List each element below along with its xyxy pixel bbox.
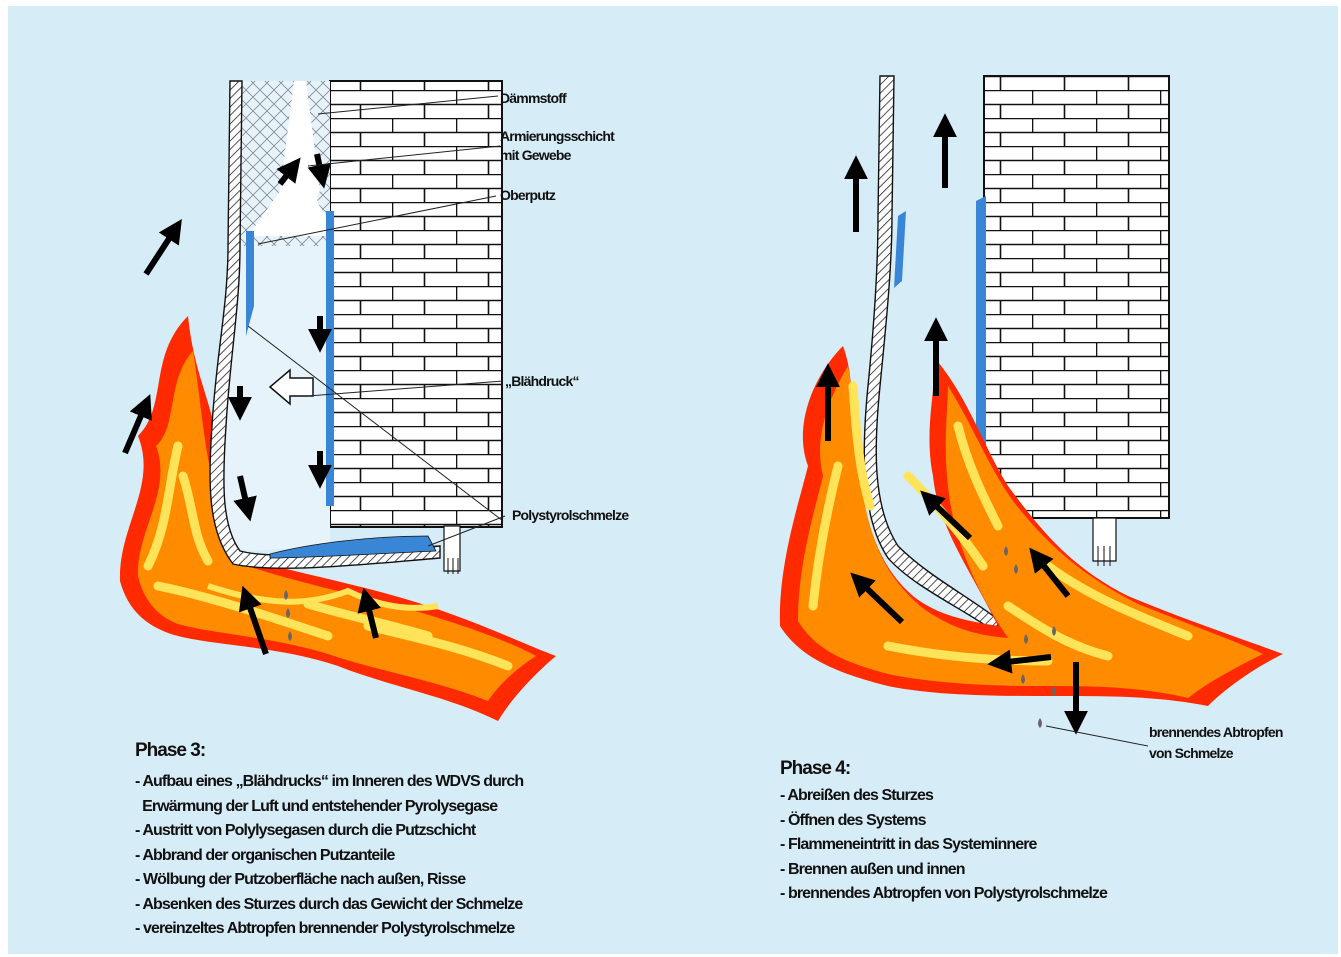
label-polystyrolschmelze: Polystyrolschmelze bbox=[512, 507, 629, 523]
phase4-brick-wall bbox=[984, 76, 1169, 518]
phase4-item: - Abreißen des Sturzes bbox=[780, 784, 1107, 809]
phase3-illustration: Dämmstoff Armierungsschicht mit Gewebe O… bbox=[120, 81, 629, 721]
phase4-item: - Brennen außen und innen bbox=[780, 858, 1107, 883]
phase3-brick-wall bbox=[330, 81, 502, 527]
diagram-canvas: Dämmstoff Armierungsschicht mit Gewebe O… bbox=[8, 6, 1338, 954]
phase3-title: Phase 3: bbox=[135, 740, 205, 762]
phase3-list: - Aufbau eines „Blähdrucks“ im Inneren d… bbox=[135, 770, 523, 942]
label-blaehdruck: „Blähdruck“ bbox=[505, 373, 579, 389]
phase3-item: - vereinzeltes Abtropfen brennender Poly… bbox=[135, 917, 523, 942]
label-abtropfen-line2: von Schmelze bbox=[1149, 745, 1234, 761]
phase3-item: - Wölbung der Putzoberfläche nach außen,… bbox=[135, 868, 523, 893]
phase4-item: - Flammeneintritt in das Systeminnere bbox=[780, 833, 1107, 858]
phase4-title: Phase 4: bbox=[780, 758, 850, 780]
phase3-item: - Absenken des Sturzes durch das Gewicht… bbox=[135, 893, 523, 918]
phase3-item: - Aufbau eines „Blähdrucks“ im Inneren d… bbox=[135, 770, 523, 795]
label-armierung-line2: mit Gewebe bbox=[500, 147, 572, 163]
phase4-illustration: brennendes Abtropfen von Schmelze bbox=[780, 76, 1283, 761]
phase4-item: - Öffnen des Systems bbox=[780, 809, 1107, 834]
label-abtropfen-line1: brennendes Abtropfen bbox=[1149, 724, 1283, 740]
phase3-item: - Abbrand der organischen Putzanteile bbox=[135, 844, 523, 869]
label-armierung-line1: Armierungsschicht bbox=[500, 128, 615, 144]
phase4-list: - Abreißen des Sturzes - Öffnen des Syst… bbox=[780, 784, 1107, 907]
phase3-item: Erwärmung der Luft und entstehender Pyro… bbox=[135, 795, 523, 820]
label-oberputz: Oberputz bbox=[500, 187, 556, 203]
phase3-item: - Austritt von Polylysegasen durch die P… bbox=[135, 819, 523, 844]
phase4-item: - brennendes Abtropfen von Polystyrolsch… bbox=[780, 882, 1107, 907]
label-daemmstoff: Dämmstoff bbox=[500, 90, 567, 106]
